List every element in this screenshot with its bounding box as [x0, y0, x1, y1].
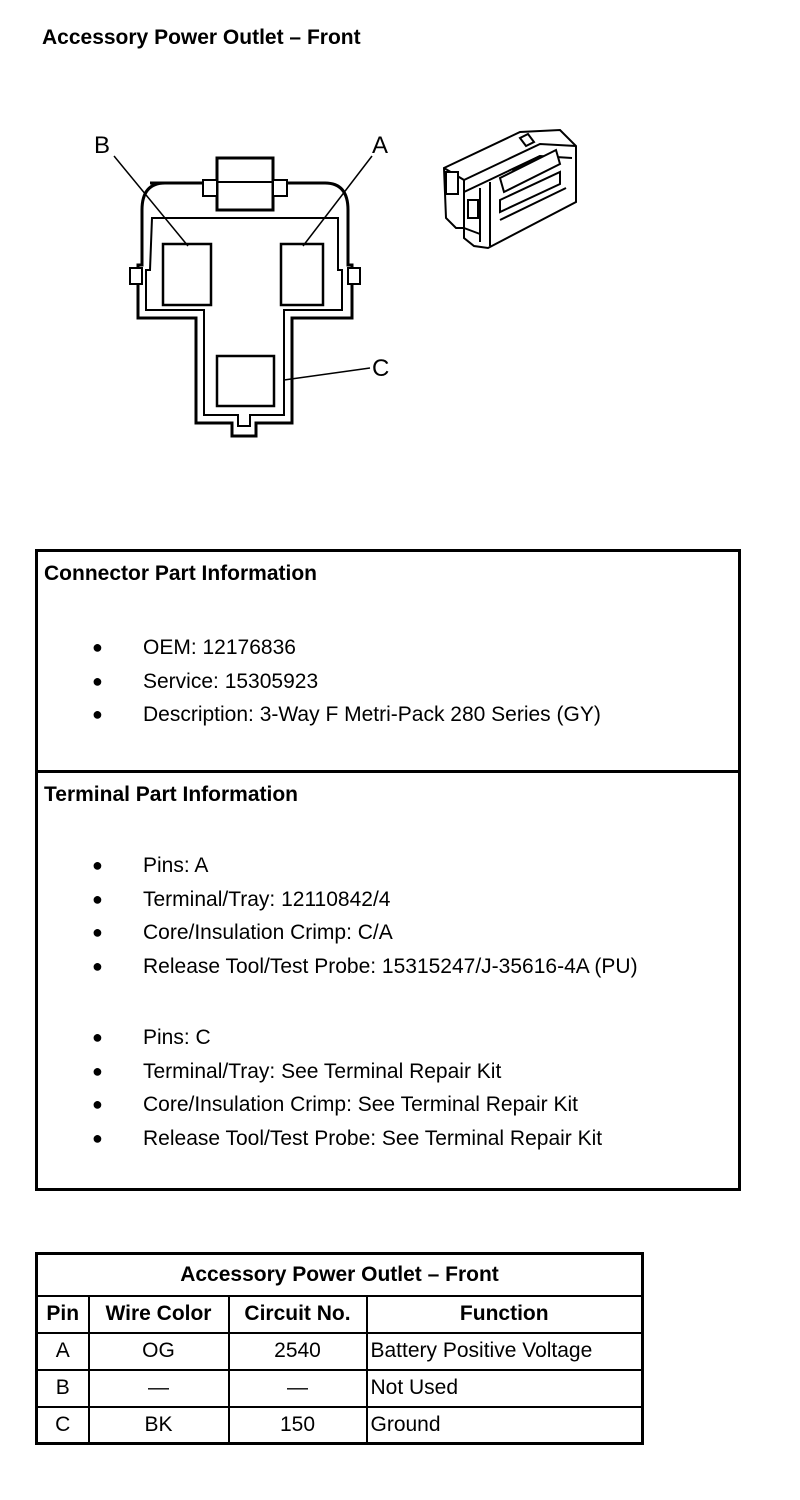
list-item: ●Core/Insulation Crimp: C/A [38, 916, 738, 950]
bullet-icon: ● [92, 922, 103, 942]
terminal-info-group-1: ●Pins: A ●Terminal/Tray: 12110842/4 ●Cor… [38, 849, 738, 983]
cavity-a [279, 242, 325, 307]
bullet-icon: ● [92, 1027, 103, 1047]
bullet-icon: ● [92, 637, 103, 657]
cell-function: Not Used [365, 1368, 644, 1408]
header-pin: Pin [35, 1294, 90, 1334]
bullet-icon: ● [92, 855, 103, 875]
connector-info-list: ●OEM: 12176836 ●Service: 15305923 ●Descr… [38, 631, 738, 732]
cell-function: Ground [365, 1405, 644, 1445]
pin-label-b: B [94, 132, 110, 159]
leader-line-b [113, 155, 189, 247]
bullet-icon: ● [92, 955, 103, 976]
leader-line-c [283, 367, 371, 381]
leader-line-a [302, 155, 373, 247]
cell-pin: A [35, 1331, 90, 1371]
list-item: ●Pins: C [38, 1021, 738, 1055]
cell-wire-color: OG [87, 1331, 230, 1371]
terminal-info-heading: Terminal Part Information [44, 783, 298, 806]
cell-circuit-no: 2540 [227, 1331, 368, 1371]
connector-info-heading: Connector Part Information [44, 562, 318, 585]
cavity-b [161, 242, 213, 307]
connector-part-info: Connector Part Information ●OEM: 1217683… [38, 552, 738, 773]
bullet-icon: ● [92, 670, 103, 691]
cell-circuit-no: — [227, 1368, 368, 1408]
list-item: ●Core/Insulation Crimp: See Terminal Rep… [38, 1088, 738, 1122]
list-item: ●Pins: A [38, 849, 738, 883]
pin-table-title-row: Accessory Power Outlet – Front [35, 1252, 644, 1297]
header-function: Function [365, 1294, 644, 1334]
header-wire-color: Wire Color [87, 1294, 230, 1334]
pin-label-c: C [372, 355, 389, 382]
bullet-icon: ● [92, 1127, 103, 1148]
list-item: ●Service: 15305923 [38, 665, 738, 699]
bullet-icon: ● [92, 888, 103, 909]
cell-wire-color: BK [87, 1405, 230, 1445]
bullet-icon: ● [92, 1094, 103, 1114]
pin-table-title: Accessory Power Outlet – Front [35, 1252, 644, 1297]
bullet-icon: ● [92, 704, 103, 724]
terminal-part-info: Terminal Part Information ●Pins: A ●Term… [38, 773, 738, 1188]
pin-table-header-row: Pin Wire Color Circuit No. Function [35, 1294, 644, 1334]
cell-pin: C [35, 1405, 90, 1445]
list-item: ●Release Tool/Test Probe: See Terminal R… [38, 1122, 738, 1156]
connector-top-tab [215, 156, 275, 212]
cavity-c [215, 354, 276, 408]
terminal-info-group-2: ●Pins: C ●Terminal/Tray: See Terminal Re… [38, 1021, 738, 1155]
list-item: ●Terminal/Tray: 12110842/4 [38, 883, 738, 917]
list-item: ●OEM: 12176836 [38, 631, 738, 665]
part-information-box: Connector Part Information ●OEM: 1217683… [35, 549, 741, 1191]
connector-outline-inner [145, 217, 343, 427]
cell-wire-color: — [87, 1368, 230, 1408]
table-row: C BK 150 Ground [35, 1405, 644, 1445]
pin-label-a: A [372, 132, 388, 159]
table-row: B — — Not Used [35, 1368, 644, 1408]
page-title: Accessory Power Outlet – Front [42, 26, 361, 49]
bullet-icon: ● [92, 1060, 103, 1081]
connector-diagram: A B C [0, 120, 620, 450]
list-item: ●Release Tool/Test Probe: 15315247/J-356… [38, 950, 738, 984]
pin-table: Accessory Power Outlet – Front Pin Wire … [35, 1252, 644, 1445]
connector-face-drawing: A B C [94, 128, 577, 438]
connector-outline-outer [136, 181, 354, 438]
list-item: ●Description: 3-Way F Metri-Pack 280 Ser… [38, 698, 738, 732]
cell-function: Battery Positive Voltage [365, 1331, 644, 1371]
connector-isometric-view [442, 128, 577, 250]
table-row: A OG 2540 Battery Positive Voltage [35, 1331, 644, 1371]
cell-pin: B [35, 1368, 90, 1408]
list-item: ●Terminal/Tray: See Terminal Repair Kit [38, 1055, 738, 1089]
header-circuit-no: Circuit No. [227, 1294, 368, 1334]
cell-circuit-no: 150 [227, 1405, 368, 1445]
